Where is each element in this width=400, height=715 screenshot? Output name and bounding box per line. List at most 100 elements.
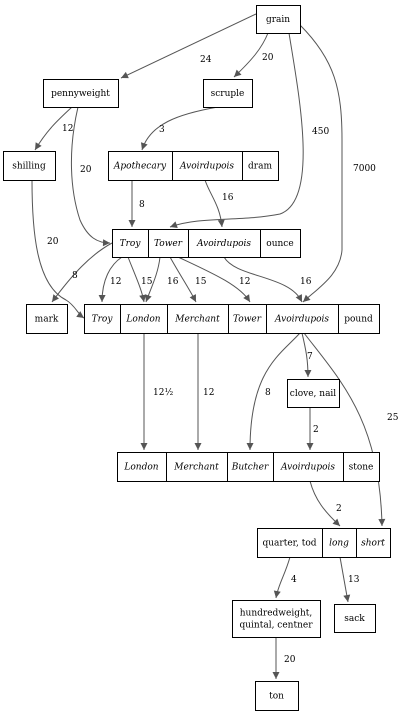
edge-label: 2 (313, 425, 319, 435)
node-scruple: scruple (203, 79, 253, 108)
node-box-pound (84, 304, 380, 334)
arrowhead (243, 294, 250, 302)
edge-label: 12½ (153, 387, 173, 398)
cell-label-avoirdupois: Avoirdupois (179, 162, 234, 172)
cell-label-merchant: Merchant (173, 463, 219, 473)
node-box-hundredweight (232, 600, 321, 638)
edge-shilling-to-pound-troy: 20 (31, 179, 85, 319)
cell-label-avoirdupois: Avoirdupois (274, 315, 329, 325)
edge-label: 16 (167, 277, 179, 287)
node-box-sack (334, 604, 376, 633)
edge-pound-avoirdupois-to-stone-butcher: 8 (246, 332, 301, 451)
node-sack: sack (334, 604, 376, 633)
edge-label: 7000 (353, 164, 376, 174)
arrowhead (272, 672, 280, 679)
edge-label: 8 (72, 271, 78, 281)
edge-grain-to-pound-avoirdupois: 7000 (299, 24, 376, 303)
arrowhead (343, 594, 351, 602)
cell-label-ounce: ounce (266, 239, 293, 249)
edge-label: 4 (291, 575, 297, 585)
cell-label-quintal-centner: quintal, centner (239, 621, 313, 631)
cell-label-apothecary: Apothecary (113, 162, 167, 172)
node-box-shilling (3, 151, 56, 181)
arrowhead (306, 443, 314, 450)
node-shilling: shilling (3, 151, 56, 181)
arrowhead (140, 142, 148, 150)
cell-label-troy: Troy (92, 315, 114, 325)
edge-label: 8 (139, 200, 145, 210)
arrowhead (273, 590, 281, 598)
arrowhead (102, 239, 110, 247)
edge-line (223, 256, 303, 303)
edge-line (249, 332, 301, 451)
edge-label: 25 (387, 413, 399, 423)
edge-pound-merchant-to-stone-merchant: 12 (194, 333, 214, 450)
cell-label-sack: sack (344, 614, 365, 624)
cell-label-butcher: Butcher (231, 463, 269, 473)
arrowhead (189, 294, 196, 302)
edge-line (141, 106, 219, 151)
arrowhead (128, 220, 136, 227)
edge-label: 450 (312, 127, 329, 137)
arrowhead (121, 71, 129, 79)
cell-label-long: long (329, 539, 349, 549)
cell-label-stone: stone (349, 463, 374, 473)
edge-line (51, 242, 113, 303)
arrowhead (145, 294, 152, 302)
cell-label-clove-nail: clove, nail (290, 389, 337, 399)
arrowhead (303, 294, 311, 302)
edge-line (299, 24, 343, 303)
arrowhead (52, 294, 59, 302)
edge-ounce-troy-to-pound-london: 15 (127, 256, 153, 303)
node-box-ton (255, 681, 299, 711)
edge-pennyweight-to-ounce-troy: 20 (70, 106, 111, 247)
edge-label: 3 (159, 125, 165, 135)
cell-label-dram: dram (248, 162, 272, 172)
arrowhead (217, 219, 225, 227)
edge-ounce-tower-to-pound-tower: 12 (177, 256, 250, 303)
cell-label-scruple: scruple (211, 89, 245, 99)
edge-label: 13 (348, 575, 360, 585)
cell-label-london: London (125, 315, 160, 325)
arrowhead (76, 311, 84, 318)
edge-line (70, 106, 111, 244)
node-clove: clove, nail (287, 379, 340, 408)
edge-label: 8 (265, 388, 271, 398)
edge-pennyweight-to-shilling: 12 (34, 106, 73, 151)
edge-label: 20 (47, 237, 59, 247)
edge-ounce-troy-to-pound-troy: 12 (98, 256, 123, 303)
node-box-grain (256, 5, 301, 34)
cell-label-hundredweight: hundredweight, (240, 609, 312, 619)
edge-label: 12 (62, 124, 73, 134)
edge-line (31, 179, 85, 319)
node-box-clove (287, 379, 340, 408)
node-dram: Apothecary Avoirdupois dram (108, 151, 279, 181)
edge-label: 12 (110, 277, 121, 287)
node-box-scruple (203, 79, 253, 108)
node-ton: ton (255, 681, 299, 711)
edge-ounce-tower-to-pound-merchant: 15 (169, 256, 207, 303)
edge-clove-to-stone-avoirdupois: 2 (306, 407, 319, 450)
arrowhead (295, 294, 302, 302)
edge-ounce-avoirdupois-to-pound-avoirdupois: 16 (223, 256, 312, 303)
arrowhead (98, 294, 106, 302)
edge-ounce-troy-to-mark: 8 (51, 242, 113, 303)
edge-label: 20 (284, 655, 296, 665)
cell-label-mark: mark (35, 315, 59, 325)
node-box-mark (26, 304, 68, 334)
edge-label: 16 (222, 193, 234, 203)
edge-label: 15 (141, 277, 153, 287)
cell-label-tower: Tower (154, 239, 183, 249)
edge-label: 24 (200, 55, 212, 65)
node-box-dram (108, 151, 279, 181)
arrowhead (194, 443, 202, 450)
edge-hundredweight-to-ton: 20 (272, 637, 296, 679)
arrowhead (140, 443, 148, 450)
cell-label-quarter-tod: quarter, tod (263, 539, 317, 549)
